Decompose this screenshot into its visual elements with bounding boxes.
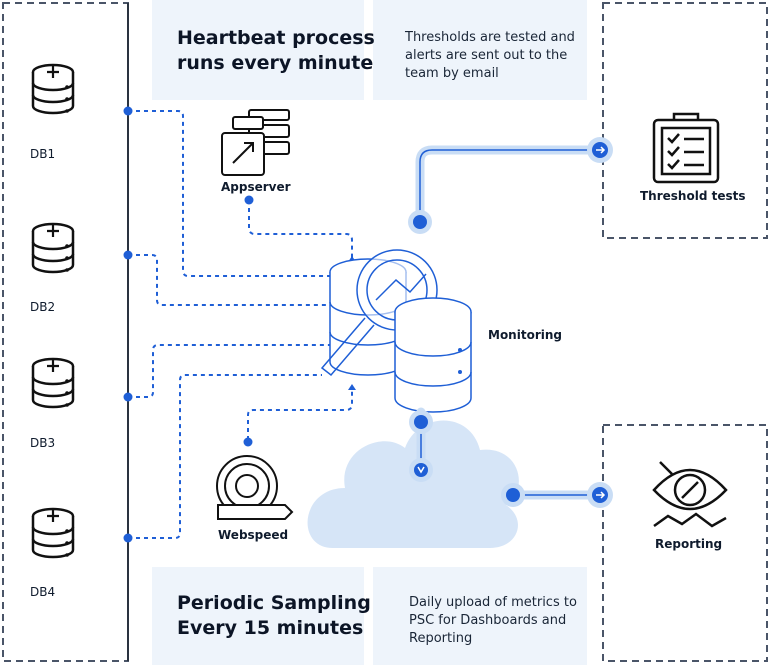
appserver-icon — [221, 109, 290, 176]
daily-note-line2: PSC for Dashboards and — [409, 613, 567, 628]
db-connectors — [128, 110, 353, 539]
threshold-tests-label: Threshold tests — [640, 189, 746, 203]
heartbeat-panel-bg — [152, 0, 364, 100]
appserver-label: Appserver — [221, 180, 291, 194]
thresholds-panel-bg — [373, 0, 587, 100]
cloud-icon — [307, 420, 519, 548]
threshold-group-border — [602, 2, 768, 239]
periodic-panel-bg — [152, 567, 364, 665]
periodic-title-line2: Every 15 minutes — [177, 617, 364, 639]
db1-label: DB1 — [30, 147, 56, 161]
thresholds-note-line1: Thresholds are tested and — [405, 30, 575, 45]
thresholds-note: Thresholds are tested and alerts are sen… — [405, 29, 575, 83]
webspeed-icon — [216, 455, 294, 520]
link-nodes — [408, 137, 613, 508]
heartbeat-title-line1: Heartbeat process — [177, 27, 375, 49]
monitoring-icon — [320, 249, 472, 413]
thresholds-note-line2: alerts are sent out to the — [405, 48, 568, 63]
db-plus-signs — [47, 66, 59, 522]
periodic-title-line1: Periodic Sampling — [177, 592, 371, 614]
clipboard-checklist-icon — [652, 112, 720, 184]
daily-note-line1: Daily upload of metrics to — [409, 595, 577, 610]
daily-note: Daily upload of metrics to PSC for Dashb… — [409, 594, 577, 648]
heartbeat-title-line2: runs every minute — [177, 52, 374, 74]
daily-panel-bg — [373, 567, 587, 665]
daily-note-line3: Reporting — [409, 631, 473, 646]
db3-label: DB3 — [30, 436, 56, 450]
reporting-label: Reporting — [655, 537, 723, 551]
webspeed-label: Webspeed — [218, 528, 289, 542]
periodic-title: Periodic Sampling Every 15 minutes — [177, 591, 371, 641]
db2-label: DB2 — [30, 300, 56, 314]
monitoring-label: Monitoring — [488, 328, 562, 342]
db4-label: DB4 — [30, 585, 56, 599]
heartbeat-title: Heartbeat process runs every minute — [177, 26, 375, 76]
reporting-group-border — [602, 424, 768, 662]
eye-icon — [652, 461, 728, 528]
db-group-border — [2, 2, 129, 662]
thresholds-note-line3: team by email — [405, 66, 499, 81]
